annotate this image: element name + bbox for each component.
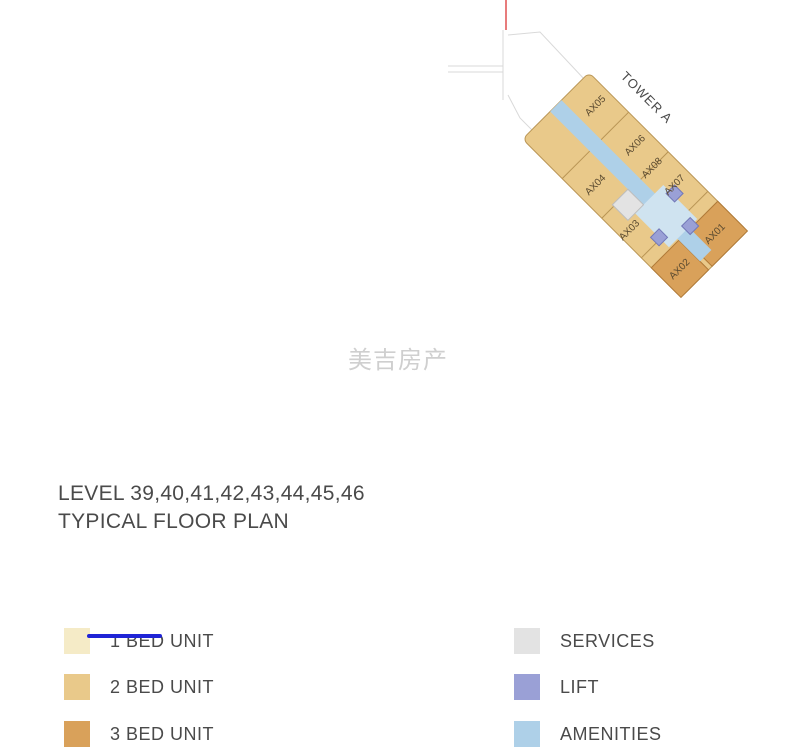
floor-plan-diagram: AX05 AX06 AX07 AX01 AX04 AX03 AX08 AX02 … [448, 0, 749, 299]
legend-item-amenities: AMENITIES [514, 720, 662, 748]
swatch-1-bed [64, 628, 90, 654]
lift-shaft-3 [680, 216, 700, 236]
legend-item-3-bed: 3 BED UNIT [64, 720, 214, 748]
watermark-text: 美吉房产 [348, 346, 448, 374]
legend-label-2-bed: 2 BED UNIT [110, 676, 215, 697]
legend-item-1-bed: 1 BED UNIT [64, 627, 214, 655]
legend-item-lift: LIFT [514, 673, 599, 701]
legend-label-3-bed: 3 BED UNIT [110, 723, 215, 744]
title-levels: LEVEL 39,40,41,42,43,44,45,46 [58, 482, 365, 505]
swatch-2-bed [64, 674, 90, 700]
swatch-amenities [514, 721, 540, 747]
lift-shaft-2 [649, 228, 669, 247]
lift-shaft-1 [665, 184, 684, 203]
legend-item-2-bed: 2 BED UNIT [64, 673, 214, 701]
pen-annotation-stroke [87, 634, 162, 638]
legend-item-services: SERVICES [514, 627, 655, 655]
legend-label-amenities: AMENITIES [560, 723, 662, 744]
swatch-lift [514, 674, 540, 700]
title-subtitle: TYPICAL FLOOR PLAN [58, 510, 290, 533]
tower-a-plan: AX05 AX06 AX07 AX01 AX04 AX03 AX08 AX02 [524, 74, 749, 299]
swatch-3-bed [64, 721, 90, 747]
floor-plan-title: LEVEL 39,40,41,42,43,44,45,46 TYPICAL FL… [58, 480, 365, 536]
swatch-services [514, 628, 540, 654]
legend-label-lift: LIFT [560, 676, 600, 697]
services-room [611, 188, 645, 222]
amenities-core [635, 185, 698, 248]
site-context-lines [448, 0, 586, 139]
legend-label-services: SERVICES [560, 630, 655, 651]
